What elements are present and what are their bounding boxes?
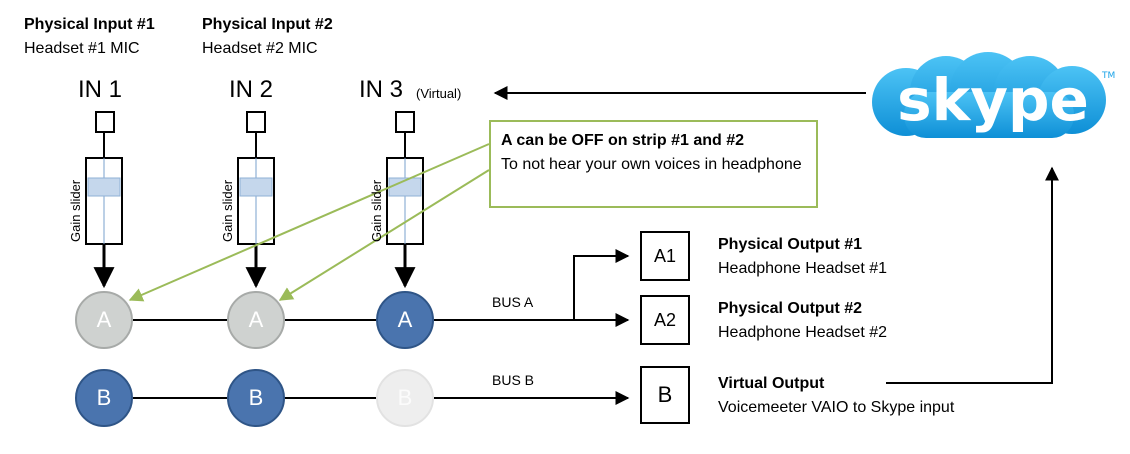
strip-2-slider-label: Gain slider [220,179,235,242]
input-2-title: Physical Input #2 [202,16,333,33]
strip-3-bus-a-button[interactable]: A [376,291,434,349]
note-callout: A can be OFF on strip #1 and #2 To not h… [489,120,818,208]
strip-2-label: IN 2 [229,76,274,103]
output-1-title: Physical Output #1 [718,236,863,253]
skype-logo-text: skype [897,66,1089,134]
input-2-subtitle: Headset #2 MIC [202,40,318,57]
strip-3-slider-label: Gain slider [369,179,384,242]
virtual-to-skype-arrow [886,166,1059,384]
note-arrow-strip-2 [278,169,490,301]
note-body: To not hear your own voices in headphone [501,156,802,173]
strip-3-fader [386,111,424,289]
output-2-subtitle: Headphone Headset #2 [718,324,888,341]
skype-logo-tm: TM [1101,71,1115,81]
strip-1-bus-a-button[interactable]: A [75,291,133,349]
strip-2-fader [237,111,275,289]
strip-1-fader [85,111,123,289]
note-title: A can be OFF on strip #1 and #2 [501,132,745,149]
output-a2-box: A2 [640,295,690,345]
bus-a-line [133,249,630,327]
strip-2-bus-b-button[interactable]: B [227,369,285,427]
output-1-subtitle: Headphone Headset #1 [718,260,888,277]
skype-logo: skype TM [872,52,1115,138]
strip-3-bus-b-button[interactable]: B [376,369,434,427]
strip-1-label: IN 1 [78,76,123,103]
input-1-title: Physical Input #1 [24,16,155,33]
bus-a-label: BUS A [492,294,534,310]
bus-b-label: BUS B [492,372,535,388]
strip-3-label: IN 3 [359,76,404,103]
output-a1-box: A1 [640,231,690,281]
input-1-subtitle: Headset #1 MIC [24,40,140,57]
output-b-box: B [640,366,690,424]
note-arrow-strip-1 [128,143,490,302]
strip-2-bus-a-button[interactable]: A [227,291,285,349]
strip-3-virtual-tag: (Virtual) [416,86,462,101]
output-2-title: Physical Output #2 [718,300,863,317]
output-3-subtitle: Voicemeeter VAIO to Skype input [718,399,955,416]
strip-1-bus-b-button[interactable]: B [75,369,133,427]
strip-1-slider-label: Gain slider [68,179,83,242]
output-3-title: Virtual Output [718,375,825,392]
